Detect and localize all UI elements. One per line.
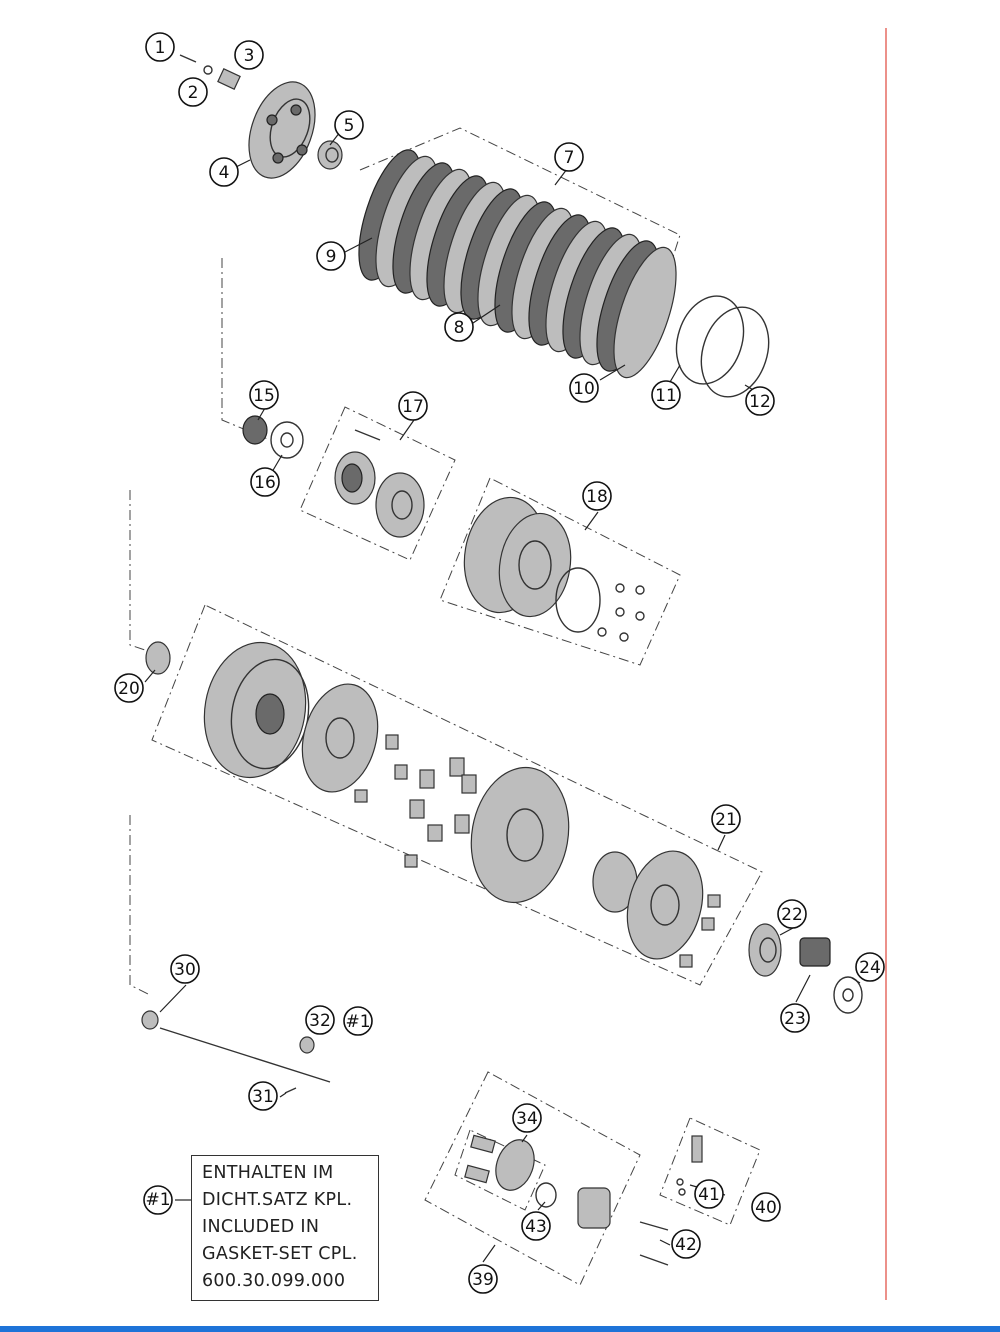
part-nut-washer: [242, 415, 304, 459]
callout-22: 22: [777, 899, 807, 929]
callout-label: 43: [525, 1217, 547, 1237]
callout-label: 23: [784, 1009, 806, 1029]
callout-23: 23: [780, 1003, 810, 1033]
part-bearing: [317, 140, 343, 170]
part-push-rod: [141, 1010, 331, 1094]
part-bleed-valve: [676, 1135, 703, 1196]
callout-label: 4: [219, 163, 230, 183]
note-marker-label: #1: [145, 1190, 170, 1210]
callout-label: 11: [655, 386, 677, 406]
callout-2: 2: [178, 77, 208, 107]
callout-label: 1: [155, 38, 166, 58]
callout-41: 41: [694, 1179, 724, 1209]
callout-12: 12: [745, 386, 775, 416]
note-line: ENTHALTEN IM: [202, 1163, 334, 1183]
note-line: DICHT.SATZ KPL.: [202, 1190, 353, 1210]
callout-15: 15: [249, 380, 279, 410]
callout-label: 12: [749, 392, 771, 412]
note-line: INCLUDED IN: [202, 1217, 320, 1237]
note-line: GASKET-SET CPL.: [202, 1244, 358, 1264]
callout-9: 9: [316, 241, 346, 271]
frame-20-21: [129, 490, 161, 656]
callout-label: 34: [516, 1109, 538, 1129]
frame-40: [659, 1117, 761, 1226]
callout-label: 3: [244, 46, 255, 66]
callout-hash1: #1: [343, 1006, 373, 1036]
note-line: 600.30.099.000: [202, 1271, 346, 1291]
callout-label: 31: [252, 1087, 274, 1107]
part-pressure-cap: [179, 54, 316, 179]
callout-18: 18: [582, 481, 612, 511]
part-slave-cylinder: [464, 1134, 669, 1266]
frame-15-18: [221, 258, 271, 441]
callout-4: 4: [209, 157, 239, 187]
part-hub-assembly: [334, 429, 425, 538]
callout-label: 18: [586, 487, 608, 507]
callout-39: 39: [468, 1264, 498, 1294]
callout-20: 20: [114, 673, 144, 703]
callout-label: 42: [675, 1235, 697, 1255]
callout-16: 16: [250, 467, 280, 497]
callout-label: 40: [755, 1198, 777, 1218]
callout-7: 7: [554, 142, 584, 172]
frame-17: [299, 406, 456, 561]
callout-34: 34: [512, 1103, 542, 1133]
callout-label: 15: [253, 386, 275, 406]
callout-42: 42: [671, 1229, 701, 1259]
callout-label: 17: [402, 397, 424, 417]
frame-39: [424, 1071, 641, 1286]
callout-31: 31: [248, 1081, 278, 1111]
callout-5: 5: [334, 110, 364, 140]
callout-1: 1: [145, 32, 175, 62]
callout-17: 17: [398, 391, 428, 421]
part-rings: [675, 295, 770, 398]
callout-label: 20: [118, 679, 140, 699]
part-inner-hub: [463, 496, 645, 642]
callout-24: 24: [855, 952, 885, 982]
callout-8: 8: [444, 312, 474, 342]
callout-40: 40: [751, 1192, 781, 1222]
callout-label: 16: [254, 473, 276, 493]
callout-label: 30: [174, 960, 196, 980]
callout-label: 9: [326, 247, 337, 267]
note-marker: #1: [143, 1185, 173, 1215]
callout-11: 11: [651, 380, 681, 410]
callout-32: 32: [305, 1005, 335, 1035]
callout-label: 2: [188, 83, 199, 103]
frame-21: [151, 604, 763, 986]
callout-label: 10: [573, 379, 595, 399]
callout-label: 41: [698, 1185, 720, 1205]
part-gear-bearing-washer: [748, 923, 863, 1014]
gasket-set-note: ENTHALTEN IM DICHT.SATZ KPL. INCLUDED IN…: [191, 1155, 379, 1301]
part-clutch-plates: [358, 149, 677, 379]
callout-label: 39: [472, 1270, 494, 1290]
part-springs: [354, 734, 721, 968]
callout-30: 30: [170, 954, 200, 984]
callout-43: 43: [521, 1211, 551, 1241]
callout-21: 21: [711, 804, 741, 834]
callout-label: 22: [781, 905, 803, 925]
callout-label: 32: [309, 1011, 331, 1031]
frame-18: [439, 477, 681, 666]
callout-label: 7: [564, 148, 575, 168]
bottom-bar: [0, 1326, 1000, 1332]
frame-30-24: [129, 815, 151, 996]
callout-label: 21: [715, 810, 737, 830]
callout-label: 24: [859, 958, 881, 978]
part-clutch-basket: [145, 641, 704, 960]
callout-label: 5: [344, 116, 355, 136]
callout-3: 3: [234, 40, 264, 70]
callout-label: #1: [345, 1012, 370, 1032]
callout-10: 10: [569, 373, 599, 403]
callout-label: 8: [454, 318, 465, 338]
